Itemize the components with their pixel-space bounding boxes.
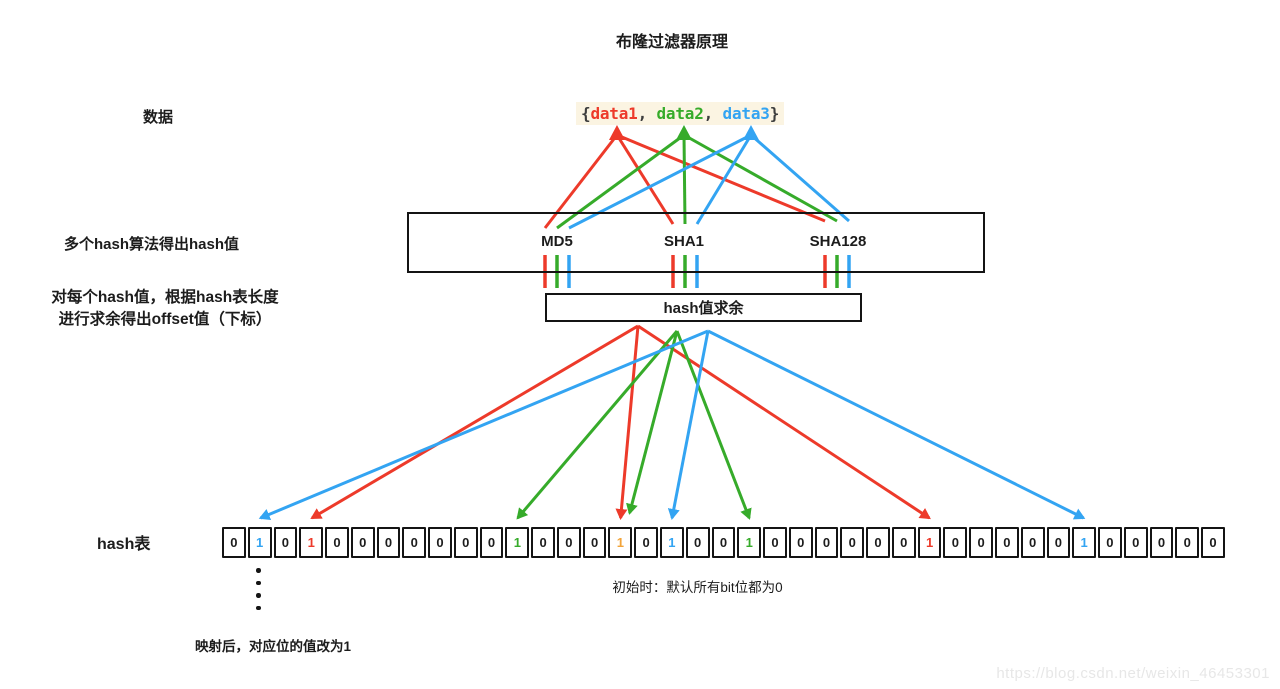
ellipsis-dots: [256, 568, 261, 610]
bit-cell: 0: [376, 527, 401, 558]
mod-box: hash值求余: [545, 293, 862, 322]
mod-box-label: hash值求余: [663, 300, 744, 317]
bit-cell: 0: [814, 527, 839, 558]
bit-cell: 0: [1098, 527, 1122, 558]
bit-cell: 0: [1123, 527, 1148, 558]
bit-cell: 0: [222, 527, 246, 558]
open-brace: {: [581, 104, 591, 123]
bit-cell: 1: [505, 527, 530, 558]
bit-cell: 0: [840, 527, 865, 558]
bit-cell: 0: [891, 527, 916, 558]
bit-cell: 0: [634, 527, 659, 558]
bit-cell: 0: [866, 527, 890, 558]
hash-table-label: hash表: [97, 536, 151, 553]
offset-arrows: [258, 324, 1086, 521]
bit-cell: 0: [994, 527, 1019, 558]
bit-cell: 0: [1149, 527, 1174, 558]
bit-cell: 0: [350, 527, 375, 558]
label-mod-step-line1: 对每个hash值，根据hash表长度: [51, 289, 279, 306]
data-item-data3: data3: [722, 104, 770, 123]
bit-cell: 0: [1020, 527, 1045, 558]
data-item-data2: data2: [656, 104, 704, 123]
label-data: 数据: [143, 109, 174, 126]
separator: ,: [637, 104, 657, 123]
bit-cell: 0: [763, 527, 787, 558]
bit-cell: 1: [247, 527, 272, 558]
watermark: https://blog.csdn.net/weixin_46453301: [996, 665, 1270, 682]
close-brace: }: [769, 104, 780, 123]
bit-cell: 0: [685, 527, 710, 558]
bit-cell: 1: [737, 527, 762, 558]
data-set-box: {data1, data2, data3}: [576, 102, 785, 125]
bit-cell: 0: [556, 527, 581, 558]
label-mod-step-line2: 进行求余得出offset值（下标）: [58, 311, 272, 328]
bit-cell: 1: [917, 527, 942, 558]
bit-cell: 0: [582, 527, 607, 558]
caption-mapped: 映射后，对应位的值改为1: [195, 639, 352, 654]
data-item-data1: data1: [590, 104, 638, 123]
bit-cell: 1: [1072, 527, 1097, 558]
bit-cell: 1: [660, 527, 684, 558]
label-mod-step: 对每个hash值，根据hash表长度 进行求余得出offset值（下标）: [30, 287, 300, 331]
bit-cell: 0: [402, 527, 427, 558]
bit-cell: 1: [608, 527, 633, 558]
label-hash-step: 多个hash算法得出hash值: [64, 236, 240, 253]
hash-function-label-sha128: SHA128: [809, 233, 867, 250]
hash-function-label-md5: MD5: [541, 233, 573, 250]
bit-cell: 0: [711, 527, 736, 558]
data-set-items: data1, data2, data3: [590, 104, 769, 123]
bit-cell: 0: [273, 527, 298, 558]
page-title: 布隆过滤器原理: [615, 34, 728, 51]
bit-cell: 0: [1175, 527, 1200, 558]
separator: ,: [703, 104, 723, 123]
hash-functions-box: [407, 212, 985, 273]
bit-cell: 0: [788, 527, 813, 558]
bit-cell: 0: [969, 527, 993, 558]
bit-cell: 0: [479, 527, 504, 558]
bit-cell: 0: [1046, 527, 1071, 558]
bit-cell: 0: [428, 527, 452, 558]
bit-cell: 0: [531, 527, 555, 558]
bit-cell: 1: [299, 527, 324, 558]
bit-cell: 0: [1201, 527, 1225, 558]
bit-cell: 0: [453, 527, 478, 558]
bit-cell: 0: [325, 527, 349, 558]
hash-function-label-sha1: SHA1: [663, 233, 704, 250]
bit-cell: 0: [943, 527, 968, 558]
caption-init: 初始时：默认所有bit位都为0: [612, 580, 783, 595]
